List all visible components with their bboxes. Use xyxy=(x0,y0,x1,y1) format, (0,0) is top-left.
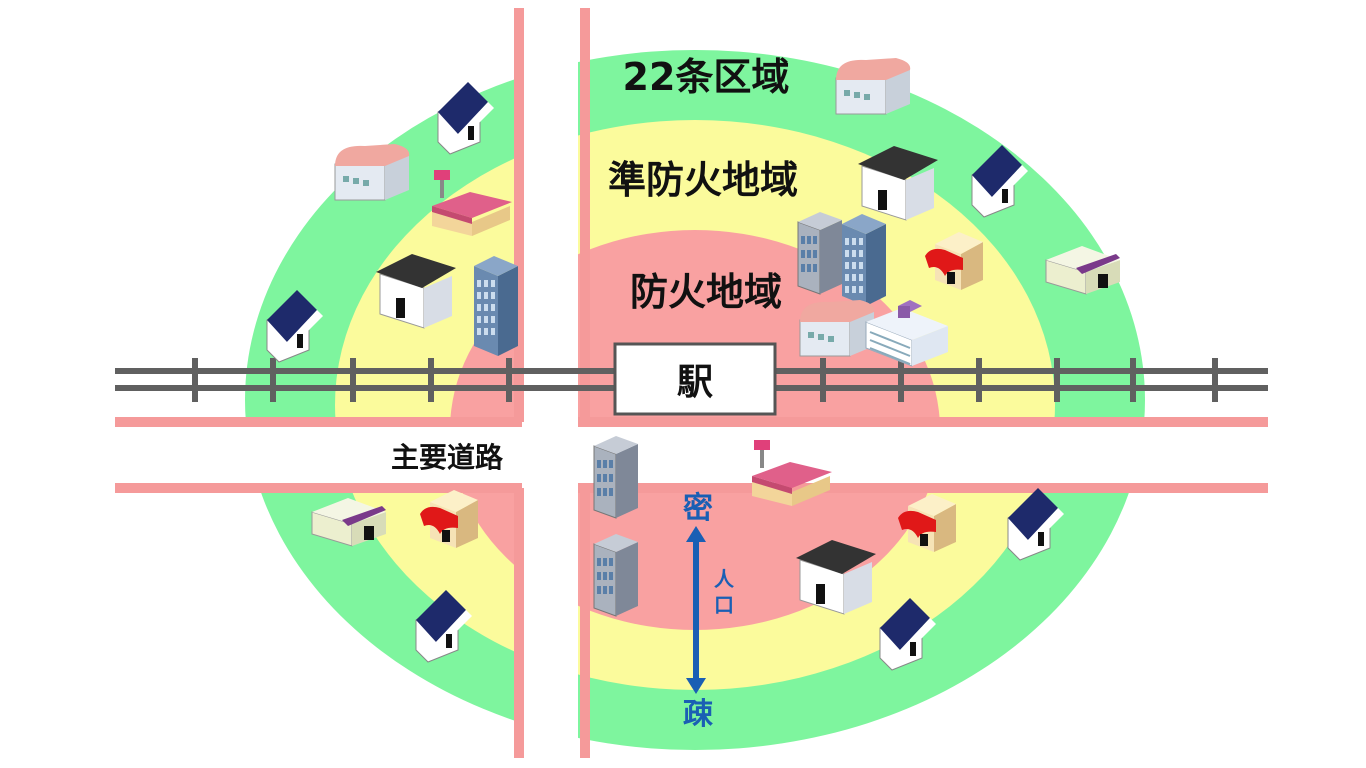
hospital-icon xyxy=(865,300,948,367)
shop-pink-icon xyxy=(752,440,832,506)
station: 駅 xyxy=(613,342,777,416)
shop-awning-icon xyxy=(898,494,956,552)
shop-pink-icon xyxy=(432,170,512,236)
house-grey-roof-icon xyxy=(858,146,938,221)
station-label: 駅 xyxy=(677,362,713,403)
house-grey-roof-icon xyxy=(376,254,456,329)
population-label-2: 口 xyxy=(714,593,734,617)
house-navy-icon xyxy=(1007,488,1064,561)
office-tower-icon xyxy=(797,212,842,295)
buildings xyxy=(266,58,1120,671)
house-navy-icon xyxy=(437,82,494,155)
warehouse-pink-icon xyxy=(334,144,410,201)
house-grey-roof-icon xyxy=(796,540,876,615)
population-dense-label: 密 xyxy=(683,491,713,526)
factory-flat-icon xyxy=(311,498,386,547)
middle-zone-label: 準防火地域 xyxy=(608,158,798,202)
house-navy-icon xyxy=(415,590,472,663)
arrow-up-icon xyxy=(686,526,706,542)
warehouse-pink-icon xyxy=(835,58,911,115)
arrow-down-icon xyxy=(686,678,706,694)
shop-awning-icon xyxy=(420,490,478,548)
inner-zone-label: 防火地域 xyxy=(630,270,782,314)
office-tower-icon xyxy=(593,436,638,519)
population-sparse-label: 疎 xyxy=(683,697,713,732)
factory-flat-icon xyxy=(1045,246,1120,295)
office-tower-icon xyxy=(474,256,518,356)
outer-zone-label: 22条区域 xyxy=(623,55,790,99)
house-navy-icon xyxy=(971,145,1028,218)
house-navy-icon xyxy=(879,598,936,671)
road-label: 主要道路 xyxy=(391,441,504,474)
population-label-1: 人 xyxy=(714,567,735,591)
house-navy-icon xyxy=(266,290,323,363)
office-tower-icon xyxy=(842,214,886,306)
shop-awning-icon xyxy=(925,232,983,290)
warehouse-pink-icon xyxy=(799,300,875,357)
office-tower-icon xyxy=(593,534,638,617)
population-arrow: 密 疎 人 口 xyxy=(683,491,735,732)
